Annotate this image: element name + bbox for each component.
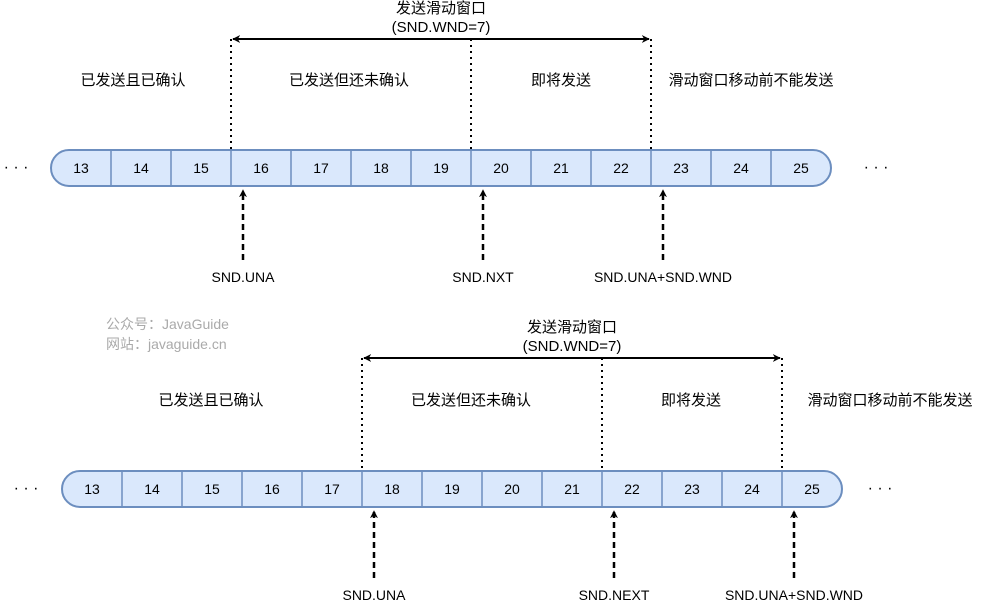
- sequence-number: 16: [264, 481, 280, 497]
- sequence-number: 21: [564, 481, 580, 497]
- sequence-number: 22: [624, 481, 640, 497]
- region-sent-acked: 已发送且已确认: [80, 72, 185, 89]
- sequence-number: 23: [684, 481, 700, 497]
- region-to-send: 即将发送: [531, 72, 591, 89]
- sequence-number: 16: [253, 160, 269, 176]
- sequence-number: 19: [433, 160, 449, 176]
- pointer-label: SND.UNA: [211, 269, 275, 285]
- pointer-label: SND.UNA+SND.WND: [725, 587, 863, 603]
- window-title: 发送滑动窗口: [527, 318, 617, 336]
- ellipsis-right: · · ·: [868, 480, 893, 497]
- pointer-label: SND.NEXT: [579, 587, 650, 603]
- sequence-number: 14: [144, 481, 160, 497]
- sequence-number: 13: [73, 160, 89, 176]
- sequence-number: 22: [613, 160, 629, 176]
- sequence-number: 20: [504, 481, 520, 497]
- diagram-before: 13 14 15 16 17 18 19 20 21 22 23 24 25 · · · · · · 发送滑动…: [4, 0, 889, 285]
- sequence-number: 13: [84, 481, 100, 497]
- region-sent-acked: 已发送且已确认: [158, 392, 263, 409]
- sequence-strip: [61, 470, 843, 508]
- sequence-number: 21: [553, 160, 569, 176]
- pointer-label: SND.UNA+SND.WND: [594, 269, 732, 285]
- ellipsis-left: · · ·: [4, 159, 29, 176]
- sequence-number: 25: [793, 160, 809, 176]
- sequence-number: 14: [133, 160, 149, 176]
- region-to-send: 即将发送: [661, 392, 721, 409]
- watermark: 公众号：JavaGuide 网站：javaguide.cn: [106, 316, 229, 352]
- sequence-number: 18: [373, 160, 389, 176]
- sequence-strip: [50, 149, 832, 187]
- region-sent-unacked: 已发送但还未确认: [289, 72, 409, 89]
- sequence-number: 23: [673, 160, 689, 176]
- window-size: (SND.WND=7): [523, 338, 622, 355]
- pointer-label: SND.UNA: [342, 587, 406, 603]
- sequence-number: 17: [324, 481, 340, 497]
- sequence-number: 20: [493, 160, 509, 176]
- window-size: (SND.WND=7): [392, 19, 491, 36]
- diagram-after: 13 14 15 16 17 18 19 20 21 22 23 24 25 · · · · · · 发送滑动…: [14, 318, 973, 603]
- pointer-label: SND.NXT: [452, 269, 514, 285]
- sequence-number: 15: [193, 160, 209, 176]
- sequence-number: 25: [804, 481, 820, 497]
- sequence-number: 24: [744, 481, 760, 497]
- region-sent-unacked: 已发送但还未确认: [411, 392, 531, 409]
- region-cannot-send: 滑动窗口移动前不能发送: [807, 391, 972, 409]
- sequence-number: 19: [444, 481, 460, 497]
- watermark-line-1: 公众号：JavaGuide: [106, 316, 229, 332]
- sequence-number: 17: [313, 160, 329, 176]
- window-title: 发送滑动窗口: [396, 0, 486, 17]
- watermark-line-2: 网站：javaguide.cn: [106, 336, 227, 352]
- region-cannot-send: 滑动窗口移动前不能发送: [668, 71, 833, 89]
- ellipsis-left: · · ·: [14, 480, 39, 497]
- ellipsis-right: · · ·: [864, 159, 889, 176]
- sequence-number: 18: [384, 481, 400, 497]
- sequence-number: 15: [204, 481, 220, 497]
- sequence-number: 24: [733, 160, 749, 176]
